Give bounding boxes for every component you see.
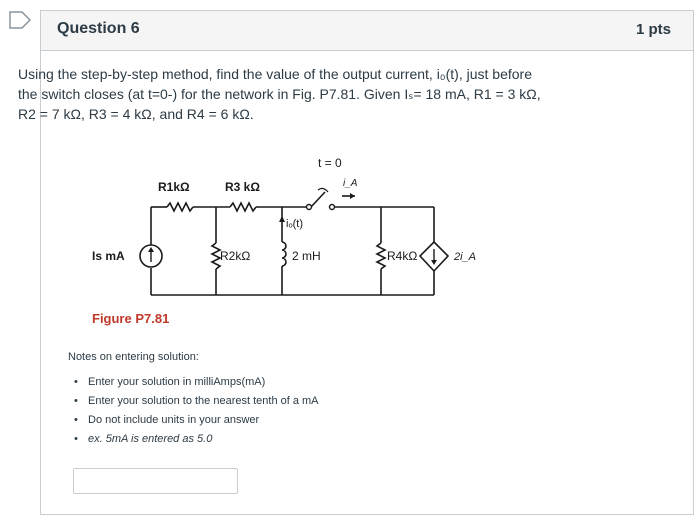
prompt-line: the switch closes (at t=0-) for the netw… xyxy=(18,86,541,102)
notes-list: Enter your solution in milliAmps(mA) Ent… xyxy=(74,373,319,449)
notes-item: Enter your solution in milliAmps(mA) xyxy=(74,373,319,392)
source-label: Is mA xyxy=(92,249,125,263)
dep-source-label: 2i_A xyxy=(453,251,476,263)
prompt-line: R2 = 7 kΩ, R3 = 4 kΩ, and R4 = 6 kΩ. xyxy=(18,106,254,122)
question-header: Question 6 1 pts xyxy=(41,11,693,51)
io-label: iₒ(t) xyxy=(286,218,303,230)
circuit-diagram: t = 0 R1kΩ R3 kΩ i_A iₒ(t) Is mA R2kΩ 2 … xyxy=(92,156,476,296)
r1-label: R1kΩ xyxy=(158,180,190,194)
r2-label: R2kΩ xyxy=(220,249,250,263)
question-points: 1 pts xyxy=(635,21,671,38)
inductor-label: 2 mH xyxy=(292,249,321,263)
r4-label: R4kΩ xyxy=(387,249,417,263)
notes-item: Do not include units in your answer xyxy=(74,411,319,430)
switch-time-label: t = 0 xyxy=(318,156,342,170)
notes-title: Notes on entering solution: xyxy=(68,351,199,363)
bookmark-flag-icon[interactable] xyxy=(8,10,34,30)
iA-label: i_A xyxy=(343,178,358,189)
answer-input[interactable] xyxy=(73,468,238,494)
r3-label: R3 kΩ xyxy=(225,180,260,194)
prompt-line: Using the step-by-step method, find the … xyxy=(18,66,532,82)
notes-item: ex. 5mA is entered as 5.0 xyxy=(74,430,319,449)
question-prompt: Using the step-by-step method, find the … xyxy=(18,64,558,124)
question-title: Question 6 xyxy=(57,20,140,37)
figure-caption: Figure P7.81 xyxy=(92,311,170,326)
notes-item: Enter your solution to the nearest tenth… xyxy=(74,392,319,411)
